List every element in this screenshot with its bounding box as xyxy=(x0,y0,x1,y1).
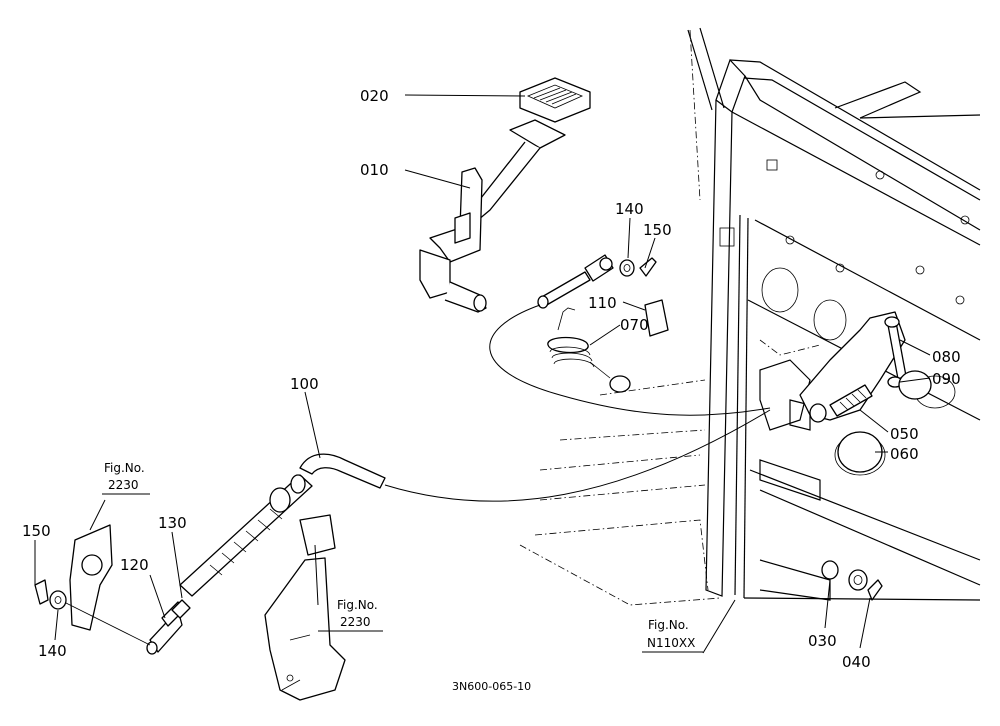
spring-070 xyxy=(547,307,611,379)
label-080: 080 xyxy=(932,348,961,366)
label-150-left: 150 xyxy=(22,522,51,540)
pedal-assembly xyxy=(419,77,591,313)
fig-ref-bracket[interactable]: Fig.No. 2230 xyxy=(318,598,383,632)
fig-ref-number[interactable]: 2230 xyxy=(108,478,139,492)
tractor-frame xyxy=(519,27,981,606)
spring-collar xyxy=(609,375,631,393)
fig-ref-number[interactable]: N110XX xyxy=(647,636,695,650)
fig-ref-title: Fig.No. xyxy=(337,598,378,612)
fig-ref-number[interactable]: 2230 xyxy=(340,615,371,629)
fig-ref-title: Fig.No. xyxy=(648,618,689,632)
label-150-top: 150 xyxy=(643,221,672,239)
washer-030 xyxy=(821,560,868,591)
label-030: 030 xyxy=(808,632,837,650)
part-labels: 020 010 140 150 110 070 080 090 100 050 … xyxy=(22,87,961,671)
label-130: 130 xyxy=(158,514,187,532)
cable-clevis xyxy=(537,254,614,309)
label-040: 040 xyxy=(842,653,871,671)
pedal-arm xyxy=(429,167,483,263)
fig-ref-frame[interactable]: Fig.No. N110XX xyxy=(642,618,703,653)
cable-100 xyxy=(179,304,771,597)
label-140-left: 140 xyxy=(38,642,67,660)
label-110: 110 xyxy=(588,294,617,312)
leader-lines xyxy=(34,94,931,654)
fig-ref-upper-left[interactable]: Fig.No. 2230 xyxy=(102,461,150,495)
label-010: 010 xyxy=(360,161,389,179)
pin-040 xyxy=(867,579,883,601)
label-100: 100 xyxy=(290,375,319,393)
pad-110 xyxy=(644,299,669,337)
label-070: 070 xyxy=(620,316,649,334)
pedal-pad xyxy=(519,77,591,123)
mount-plate xyxy=(799,311,932,473)
label-050: 050 xyxy=(890,425,919,443)
left-linkage xyxy=(34,524,191,655)
label-140-top: 140 xyxy=(615,200,644,218)
label-120: 120 xyxy=(120,556,149,574)
cable-bracket xyxy=(264,514,346,701)
drawing-code: 3N600-065-10 xyxy=(452,680,531,693)
fig-ref-title: Fig.No. xyxy=(104,461,145,475)
label-060: 060 xyxy=(890,445,919,463)
label-090: 090 xyxy=(932,370,961,388)
label-020: 020 xyxy=(360,87,389,105)
cotter-pin-150-top xyxy=(639,257,657,277)
washer-140-top xyxy=(619,259,635,277)
